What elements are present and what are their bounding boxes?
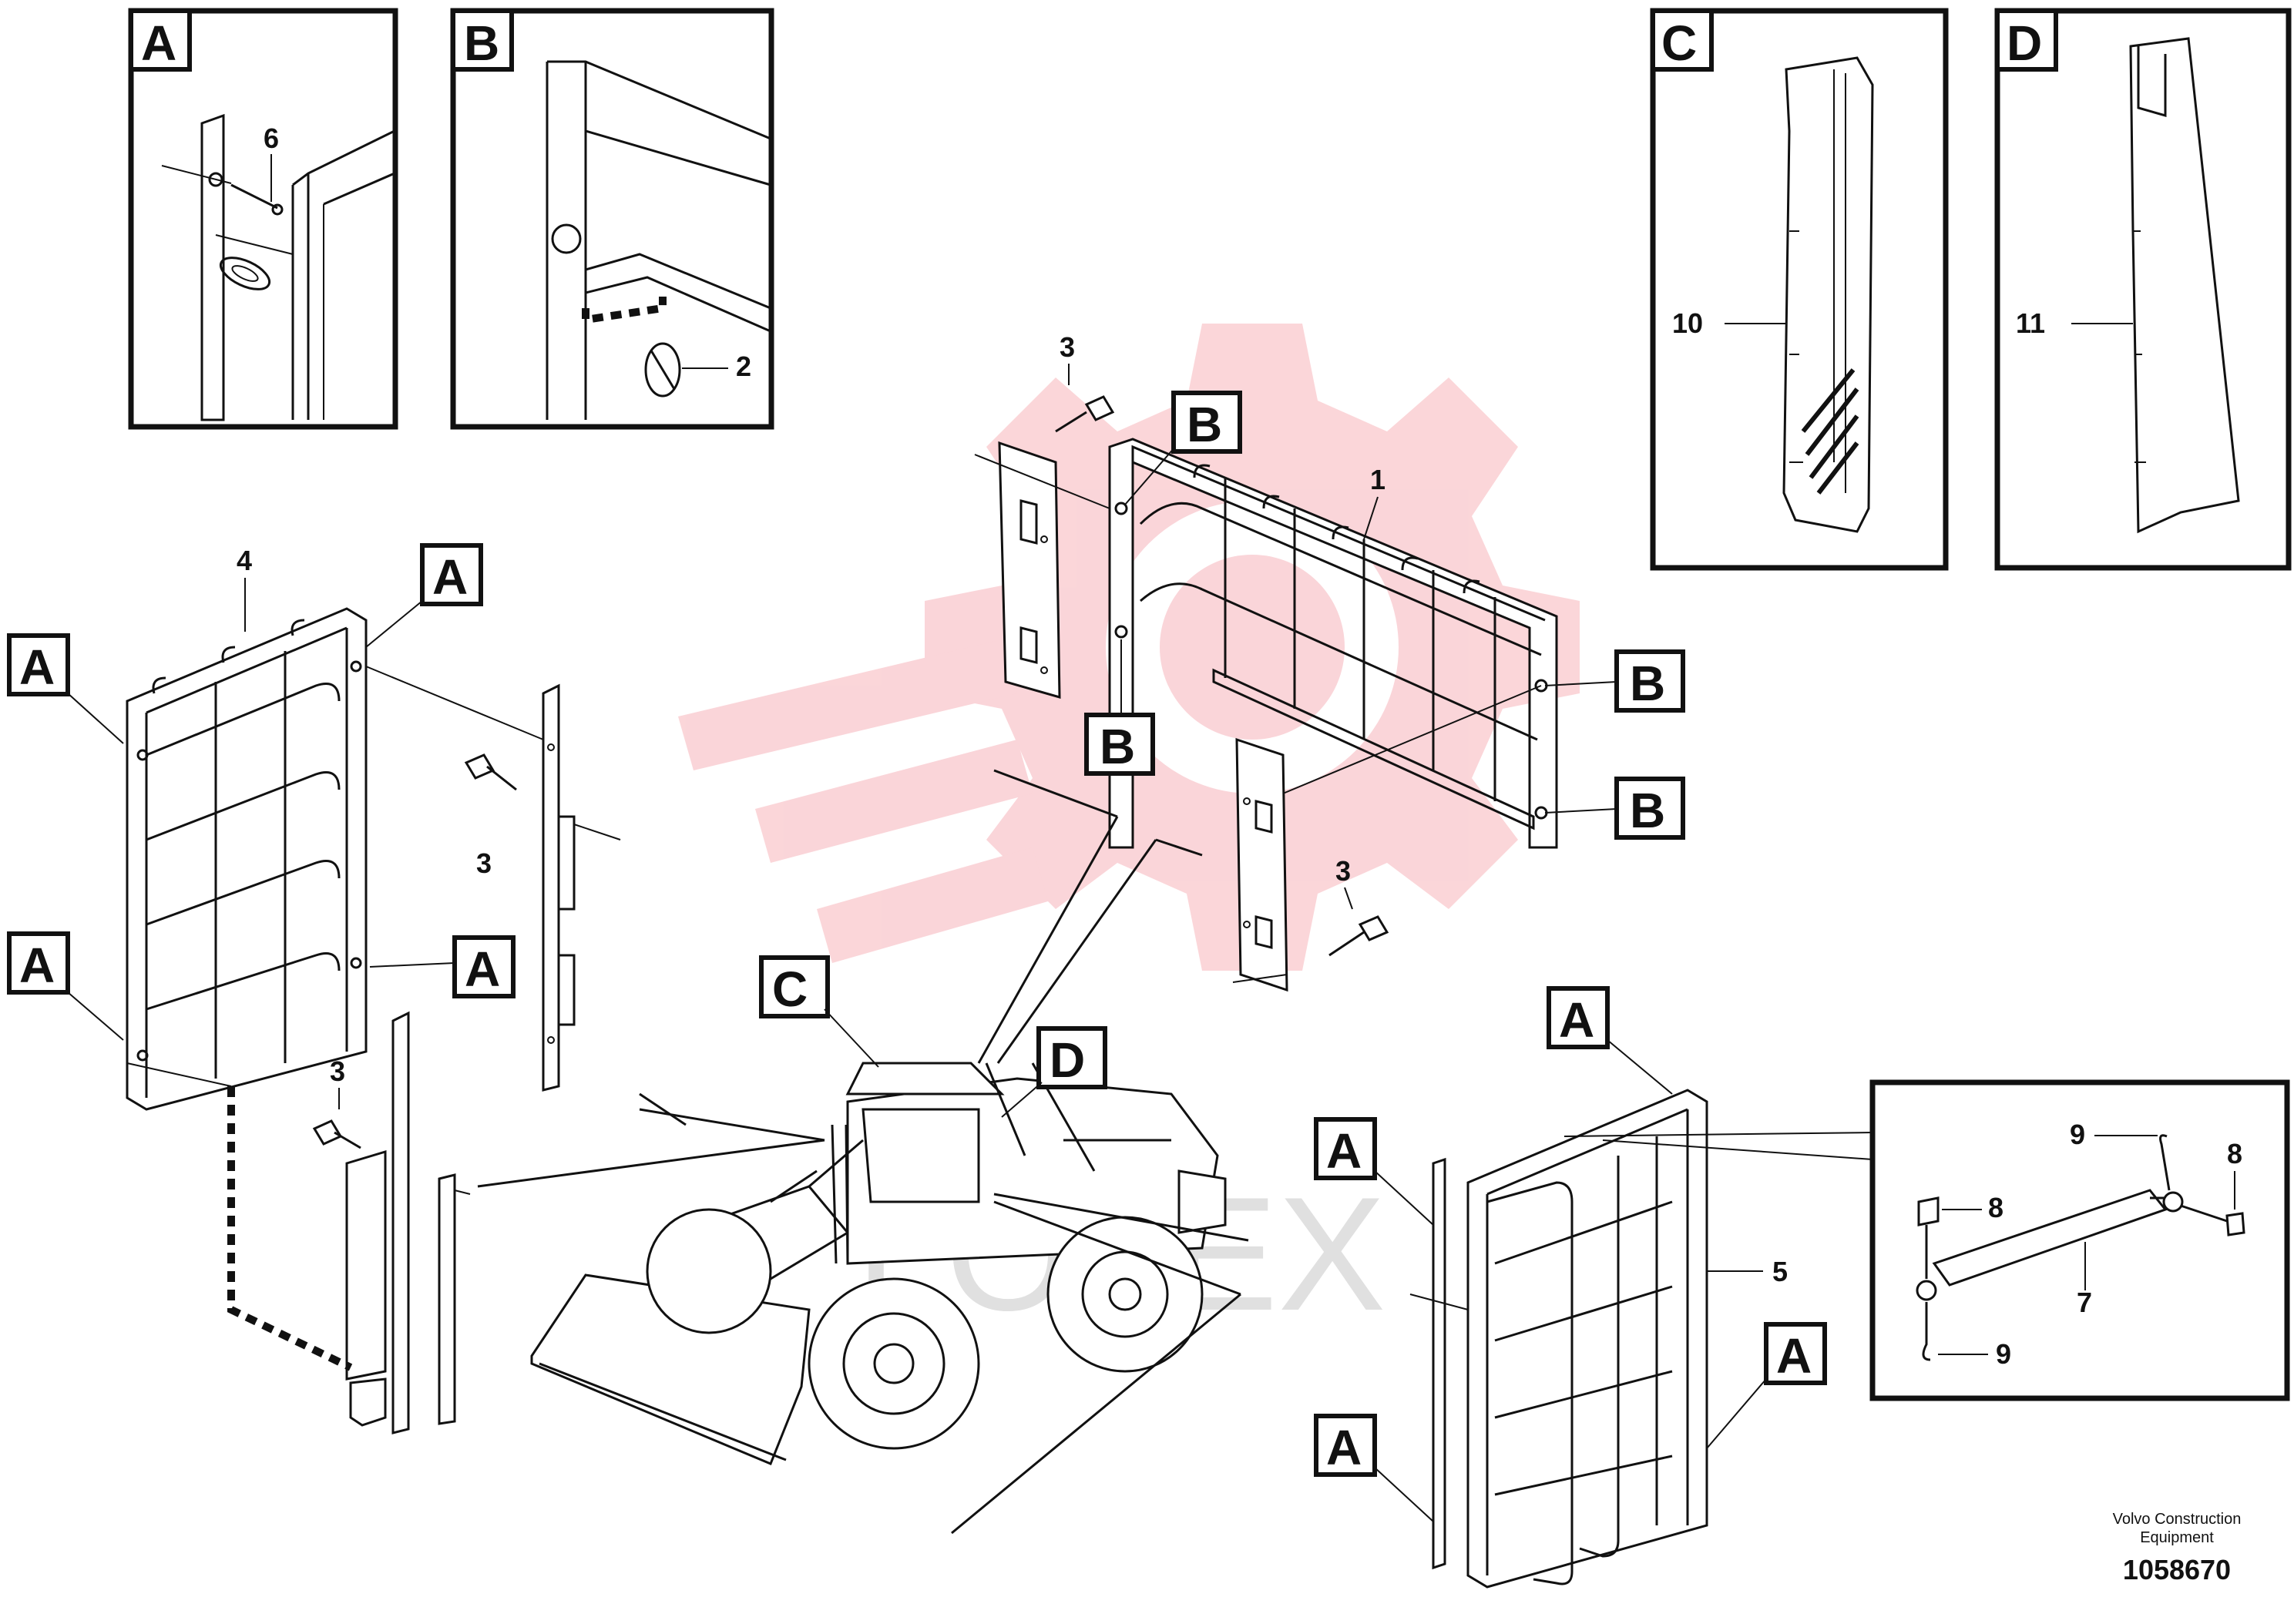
callout-a-right-3: A <box>1706 1322 1827 1449</box>
detail-box-c-tag <box>1651 8 1714 72</box>
bolt-top-right <box>1328 915 1389 957</box>
svg-text:A: A <box>1326 1123 1362 1179</box>
bolt-left-upper <box>464 753 517 791</box>
callout-a-left-1: A <box>7 633 124 744</box>
detail-box-c-label: C <box>1661 15 1697 71</box>
detail-box-b: B 2 <box>450 8 774 430</box>
part-number-8-left: 8 <box>1988 1192 2003 1223</box>
callout-b-top-2: B <box>1084 639 1155 776</box>
cover-panel-left-drawing <box>1782 56 1874 533</box>
callout-b-top-4: B <box>1544 777 1685 840</box>
part-number-3-top: 3 <box>1060 331 1075 363</box>
svg-text:C: C <box>772 961 808 1017</box>
part-number-5: 5 <box>1772 1256 1788 1287</box>
gas-spring-drawing <box>1916 1134 2245 1361</box>
latch-bracket-drawing <box>161 113 395 421</box>
detail-box-a-tag <box>129 8 192 72</box>
svg-text:A: A <box>432 549 468 605</box>
side-guard-left <box>126 607 368 1111</box>
callout-b-top-3: B <box>1544 649 1685 713</box>
cover-panel-right-drawing <box>2129 37 2240 534</box>
detail-box-b-label: B <box>464 15 499 71</box>
callout-d-loader: D <box>1001 1026 1107 1118</box>
svg-text:A: A <box>465 941 500 997</box>
callout-a-left-2: A <box>365 543 483 648</box>
gas-spring-detail-box: 9 8 8 7 9 <box>1563 1079 2290 1401</box>
detail-box-c: C 10 <box>1650 8 1949 571</box>
detail-box-b-tag <box>451 8 514 72</box>
part-number-2: 2 <box>736 351 751 382</box>
callout-c-loader: C <box>759 955 879 1068</box>
svg-text:B: B <box>1187 397 1222 452</box>
svg-text:A: A <box>1776 1328 1812 1384</box>
svg-text:B: B <box>1100 719 1135 774</box>
bracket-left-upper <box>365 666 621 1092</box>
document-number: 1058670 <box>2123 1554 2231 1585</box>
detail-box-d-tag <box>1995 8 2058 72</box>
callout-a-right-1: A <box>1547 986 1673 1095</box>
part-number-1: 1 <box>1370 464 1385 495</box>
part-number-11: 11 <box>2016 307 2045 339</box>
callout-a-right-4: A <box>1314 1414 1434 1522</box>
part-number-9-upper: 9 <box>2070 1119 2085 1150</box>
door-frame-drawing <box>546 60 771 420</box>
svg-text:D: D <box>1050 1032 1085 1088</box>
svg-text:B: B <box>1630 656 1665 711</box>
detail-box-d-label: D <box>2007 15 2042 71</box>
bolt-left-lower <box>312 1119 361 1149</box>
part-number-3-left-lower: 3 <box>330 1055 345 1087</box>
svg-text:A: A <box>1559 992 1594 1048</box>
bracket-top-right <box>1232 685 1542 992</box>
svg-text:B: B <box>1630 783 1665 838</box>
wheel-loader-illustration <box>530 1062 1227 1465</box>
company-name-line1: Volvo Construction <box>2113 1511 2242 1528</box>
part-number-3-right: 3 <box>1335 855 1351 887</box>
part-number-7: 7 <box>2077 1287 2092 1318</box>
callout-a-right-2: A <box>1314 1117 1434 1226</box>
svg-text:A: A <box>19 938 55 993</box>
leader-lines <box>477 769 1249 1535</box>
part-number-6: 6 <box>264 122 279 154</box>
callout-a-left-4: A <box>369 935 516 998</box>
top-guard <box>1108 438 1558 849</box>
part-number-10: 10 <box>1672 307 1703 339</box>
callout-b-top-1: B <box>1124 391 1242 505</box>
bracket-top-left <box>974 441 1110 699</box>
detail-box-d: D 11 <box>1994 8 2292 571</box>
svg-text:A: A <box>1326 1420 1362 1475</box>
detail-box-a: A 6 <box>128 8 398 430</box>
part-number-3-left-upper: 3 <box>476 847 492 879</box>
side-guard-right <box>1409 1089 1708 1589</box>
company-name-line2: Equipment <box>2140 1529 2214 1546</box>
callout-a-left-3: A <box>7 931 124 1041</box>
detail-box-a-label: A <box>141 15 176 71</box>
part-number-8-right: 8 <box>2227 1138 2242 1169</box>
bracket-left-lower <box>126 1011 471 1434</box>
svg-text:A: A <box>19 639 55 695</box>
bolt-top <box>1055 395 1115 433</box>
part-number-9-lower: 9 <box>1996 1338 2011 1370</box>
part-number-4: 4 <box>237 545 252 576</box>
